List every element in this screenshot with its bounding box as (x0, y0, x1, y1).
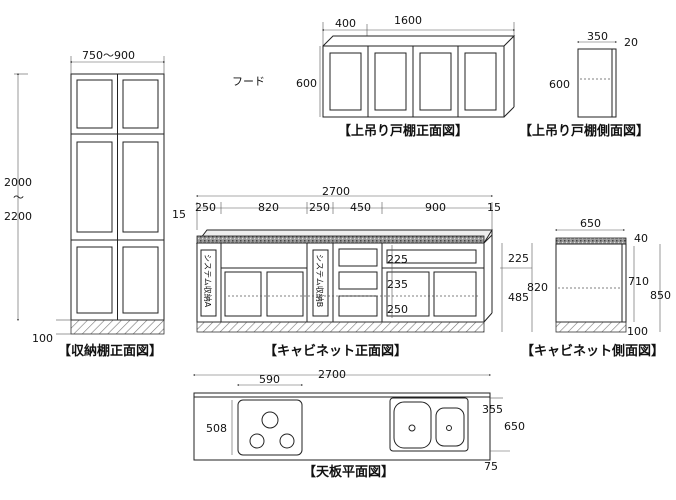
wall-cabinet-side: 350 20 600 【上吊り戸棚側面図】 (519, 30, 649, 139)
wall-total-width: 1600 (394, 14, 422, 27)
side-depth: 650 (580, 217, 601, 230)
drawer-2: 235 (387, 278, 408, 291)
top-plan-title: 【天板平面図】 (303, 464, 394, 480)
hob-width: 590 (259, 373, 280, 386)
cabinet-front: 2700 250 820 250 450 900 15 15 システム収納A (172, 185, 548, 359)
cab-total-width: 2700 (322, 185, 350, 198)
system-label-b: システム収納B (315, 254, 325, 307)
storage-height-bottom: 2200 (4, 210, 32, 223)
wall-left-width: 400 (335, 17, 356, 30)
drawer-3: 250 (387, 303, 408, 316)
wall-cabinet-front: 400 1600 600 フード 【上吊り戸棚正面図】 (232, 14, 516, 139)
cab-right-bottom: 485 (508, 291, 529, 304)
cab-edge-left: 15 (172, 208, 186, 221)
cab-seg-5: 900 (425, 201, 446, 214)
cab-right-top: 225 (508, 252, 529, 265)
cabinet-side: 650 40 710 850 100 【キャビネット側面図】 (521, 217, 671, 359)
storage-plinth-label: 100 (32, 332, 53, 345)
cab-side-title: 【キャビネット側面図】 (521, 343, 664, 359)
system-label-a: システム収納A (203, 254, 213, 308)
storage-front-title: 【収納棚正面図】 (58, 343, 162, 359)
side-plinth: 100 (627, 325, 648, 338)
drawer-1: 225 (387, 253, 408, 266)
cab-seg-2: 820 (258, 201, 279, 214)
cab-total-height: 820 (527, 281, 548, 294)
countertop-plan: 2700 590 508 355 650 75 【天板平面図】 (192, 368, 525, 480)
storage-cabinet-front: 750〜900 2000 〜 2200 100 【収納棚正面図】 (4, 49, 166, 359)
storage-height-top: 2000 (4, 176, 32, 189)
cab-front-title: 【キャビネット正面図】 (264, 343, 407, 359)
wall-side-height: 600 (549, 78, 570, 91)
cab-seg-1: 250 (195, 201, 216, 214)
cab-edge-right: 15 (487, 201, 501, 214)
wall-side-depth: 350 (587, 30, 608, 43)
sink-depth: 355 (482, 403, 503, 416)
hob-depth: 508 (206, 422, 227, 435)
storage-height-sep: 〜 (13, 191, 24, 204)
wall-side-gap: 20 (624, 36, 638, 49)
side-total: 850 (650, 289, 671, 302)
side-top: 40 (634, 232, 648, 245)
top-depth: 650 (504, 420, 525, 433)
top-total: 2700 (318, 368, 346, 381)
storage-width-label: 750〜900 (82, 49, 135, 62)
cab-seg-4: 450 (350, 201, 371, 214)
hood-label: フード (232, 75, 265, 88)
top-back: 75 (484, 460, 498, 473)
side-inner: 710 (628, 275, 649, 288)
wall-height: 600 (296, 77, 317, 90)
cab-seg-3: 250 (309, 201, 330, 214)
wall-side-title: 【上吊り戸棚側面図】 (519, 123, 649, 139)
wall-front-title: 【上吊り戸棚正面図】 (338, 123, 468, 139)
